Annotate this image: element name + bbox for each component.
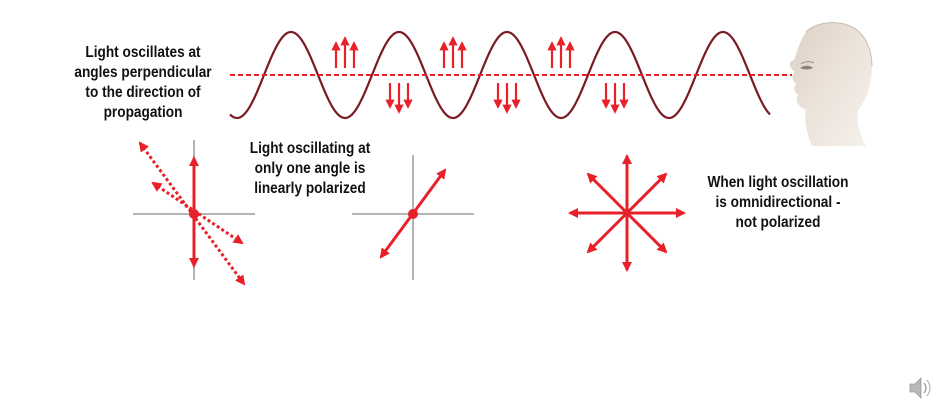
linear-polarization-diagram [352, 155, 474, 280]
diagonal-dotted-arrow [138, 141, 246, 286]
speaker-icon[interactable] [909, 377, 931, 399]
diagonal-dotted-arrow [151, 181, 244, 245]
oscillation-arrows [331, 36, 629, 114]
origin-dot [189, 209, 199, 219]
unpolarized-example-diagram [133, 140, 255, 286]
sine-wave [229, 30, 771, 120]
omnidirectional-diagram [567, 153, 687, 273]
origin-dot [623, 209, 631, 217]
linear-polarization-label: Light oscillating at only one angle is l… [249, 140, 371, 197]
radial-arrow [586, 211, 629, 254]
propagation-label: Light oscillates at angles perpendicular… [74, 44, 212, 121]
radial-arrow [625, 211, 668, 254]
omnidirectional-label: When light oscillation is omnidirectiona… [707, 174, 849, 231]
radial-arrow [586, 172, 629, 215]
radial-arrow [625, 172, 668, 215]
origin-dot [408, 209, 418, 219]
woman-head-profile-icon [789, 22, 873, 146]
